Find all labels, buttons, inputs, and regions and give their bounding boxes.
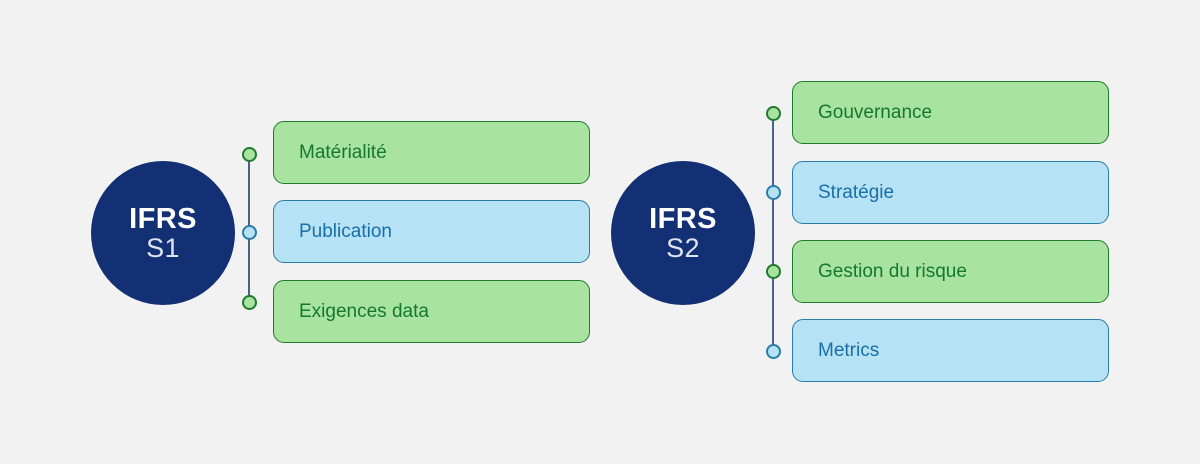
pillar-box-materialite[interactable]: Matérialité: [273, 121, 590, 184]
pillar-box-gouvernance[interactable]: Gouvernance: [792, 81, 1109, 144]
pillar-label: Exigences data: [299, 300, 429, 322]
pillar-label: Metrics: [818, 339, 880, 361]
pillar-label: Stratégie: [818, 181, 895, 203]
standard-code-label: IFRS: [129, 202, 197, 235]
connector-dot-gestion-du-risque: [766, 264, 781, 279]
pillar-box-metrics[interactable]: Metrics: [792, 319, 1109, 382]
pillar-box-publication[interactable]: Publication: [273, 200, 590, 263]
standard-code-label: IFRS: [649, 202, 717, 235]
pillar-box-exigences-data[interactable]: Exigences data: [273, 280, 590, 343]
standard-number-label: S1: [146, 233, 180, 264]
pillar-box-strategie[interactable]: Stratégie: [792, 161, 1109, 224]
pillar-label: Gouvernance: [818, 101, 933, 123]
connector-dot-gouvernance: [766, 106, 781, 121]
connector-dot-publication: [242, 225, 257, 240]
connector-dot-metrics: [766, 344, 781, 359]
pillar-label: Publication: [299, 220, 392, 242]
pillar-label: Matérialité: [299, 141, 387, 163]
standard-node-ifrs-s2[interactable]: IFRS S2: [611, 161, 755, 305]
connector-dot-strategie: [766, 185, 781, 200]
connector-rail-ifrs-s2: [772, 113, 774, 352]
standard-number-label: S2: [666, 233, 700, 264]
standard-node-ifrs-s1[interactable]: IFRS S1: [91, 161, 235, 305]
pillar-label: Gestion du risque: [818, 260, 967, 282]
pillar-box-gestion-du-risque[interactable]: Gestion du risque: [792, 240, 1109, 303]
connector-dot-exigences-data: [242, 295, 257, 310]
connector-dot-materialite: [242, 147, 257, 162]
